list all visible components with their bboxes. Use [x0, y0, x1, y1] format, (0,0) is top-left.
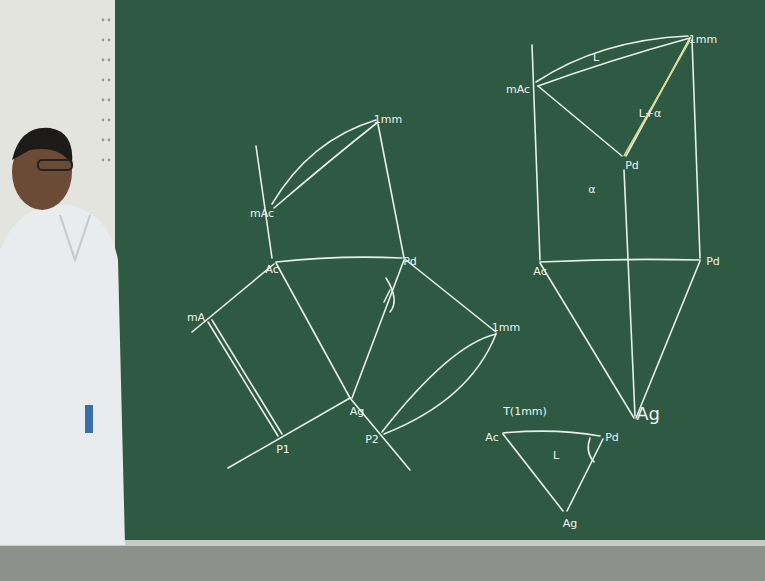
chalk-label: Ag — [563, 518, 578, 530]
chalk-label: 1mm — [374, 114, 402, 126]
chalk-label: Pd — [605, 432, 619, 444]
chalk-label: α — [588, 184, 595, 196]
chalk-label: Ac — [533, 266, 546, 278]
chalk-label: Pd — [625, 160, 639, 172]
chalk-label: Ag — [636, 404, 660, 424]
chalk-label: mAc — [506, 84, 530, 96]
chalk-label: 1mm — [492, 322, 520, 334]
chalk-label: P2 — [365, 434, 379, 446]
chalk-label: 1mm — [689, 34, 717, 46]
wall-dots — [102, 19, 111, 162]
chalk-label: mAc — [250, 208, 274, 220]
chalk-label: T(1mm) — [503, 406, 547, 418]
chalk-label: mA — [187, 312, 205, 324]
chalk-label: Pd — [706, 256, 720, 268]
chalk-tray — [0, 545, 765, 581]
chalk-label: P1 — [276, 444, 290, 456]
chalk-label: Pd — [403, 256, 417, 268]
highlight-line — [624, 40, 690, 156]
chalk-label: Ag — [350, 406, 365, 418]
chalk-label: Ac — [265, 264, 278, 276]
chalk-label: Ac — [485, 432, 498, 444]
chalk-label: L — [553, 450, 559, 462]
chalk-label: L — [593, 52, 599, 64]
chalk-diagram — [192, 36, 700, 511]
lecturer — [0, 128, 125, 545]
chalk-label: L+α — [639, 108, 662, 120]
